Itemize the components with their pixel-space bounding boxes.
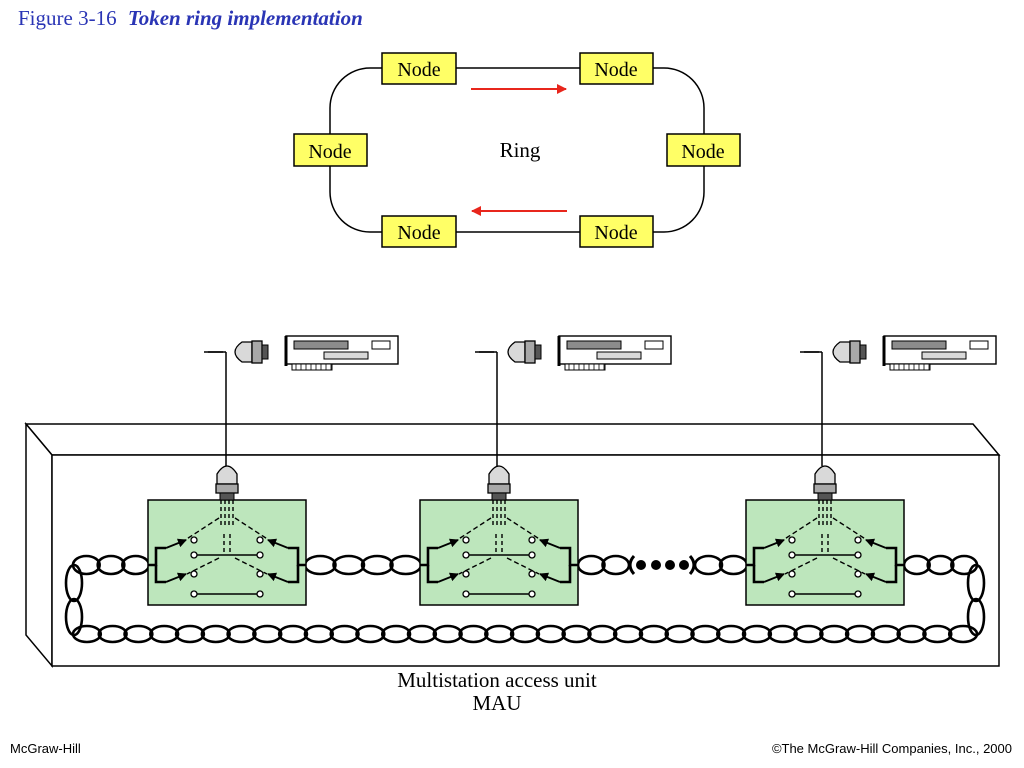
cable-chain [64, 554, 986, 644]
ring-node-label: Node [308, 141, 351, 163]
cable-link [64, 597, 84, 637]
mau-top-face [24, 423, 1001, 456]
cable-link [458, 624, 489, 644]
cable-link [926, 554, 955, 576]
cable-link [741, 624, 773, 644]
logical-ring: Node Node Node Node Node Node Ring [293, 52, 741, 248]
cable-link [509, 624, 541, 644]
ring-node-label: Node [681, 141, 724, 163]
ring-node-top-right: Node [579, 52, 654, 85]
cable-link [767, 624, 798, 644]
cable-link [793, 624, 824, 644]
figure-title: Token ring implementation [127, 6, 363, 30]
footer-copyright: ©The McGraw-Hill Companies, Inc., 2000 [771, 741, 1012, 756]
ring-node-box [579, 215, 654, 248]
more-stations-indicator [628, 555, 696, 575]
cable-link [123, 624, 154, 644]
cable-link [174, 624, 206, 644]
cable-link [819, 624, 850, 644]
station-1 [204, 335, 399, 501]
figure-number: Figure 3-16 [18, 6, 117, 30]
ring-node-top-left: Node [381, 52, 457, 85]
cable-link [355, 624, 386, 644]
figure-caption: Figure 3-16 Token ring implementation [18, 6, 363, 31]
cable-link [950, 554, 979, 576]
network-card-icon [284, 335, 399, 371]
cable-link [638, 624, 670, 644]
cable-link [432, 624, 463, 644]
cable-link [612, 624, 644, 644]
mau-plug-icon [813, 465, 837, 501]
ellipsis-dot [665, 560, 675, 570]
cable-link [71, 554, 101, 576]
cable-link [149, 624, 180, 644]
ring-node-box [579, 52, 654, 85]
cable-link [96, 554, 126, 576]
cable-link [561, 624, 592, 644]
ellipsis-dot [636, 560, 646, 570]
ring-node-bottom-right: Node [579, 215, 654, 248]
cable-link [484, 624, 515, 644]
relay-unit [147, 499, 307, 606]
cable-link [664, 624, 695, 644]
station-2 [475, 335, 672, 501]
relay-unit [745, 499, 905, 606]
mau-label-line2: MAU [472, 691, 521, 715]
stations [204, 335, 997, 501]
cable-link [360, 554, 394, 576]
ring-node-label: Node [397, 222, 440, 244]
mau-side-face [25, 421, 53, 669]
cable-link [303, 624, 335, 644]
mau-plug-icon [215, 465, 239, 501]
ring-node-label: Node [594, 59, 637, 81]
ellipsis-dot [679, 560, 689, 570]
cable-link [332, 554, 366, 576]
cable-link [97, 624, 128, 644]
cable-link [690, 624, 721, 644]
cable-link [844, 624, 876, 644]
ring-node-label: Node [397, 59, 440, 81]
relay-units [147, 499, 905, 606]
cable-link [896, 624, 927, 644]
cable-link [277, 624, 309, 644]
cable-link [535, 624, 566, 644]
cable-link [252, 624, 283, 644]
cable-link [966, 597, 986, 637]
footer-publisher: McGraw-Hill [10, 741, 81, 756]
ring-node-bottom-left: Node [381, 215, 457, 248]
ring-node-box [381, 52, 457, 85]
station-3 [800, 335, 997, 501]
ring-node-right: Node [666, 133, 741, 167]
cable-link [715, 624, 747, 644]
ring-node-box [293, 133, 368, 167]
cable-link [922, 624, 953, 644]
cable-link [226, 624, 257, 644]
mau-plug-icon [487, 465, 511, 501]
relay-unit [419, 499, 579, 606]
ring-node-left: Node [293, 133, 368, 167]
ring-node-box [381, 215, 457, 248]
cable-link [406, 624, 438, 644]
cable-link [870, 624, 901, 644]
ring-label: Ring [500, 138, 541, 162]
network-card-icon [882, 335, 997, 371]
ring-node-box [666, 133, 741, 167]
cable-link [587, 624, 618, 644]
cable-link [200, 624, 231, 644]
ellipsis-dot [651, 560, 661, 570]
network-card-icon [557, 335, 672, 371]
ring-node-label: Node [594, 222, 637, 244]
cable-link [329, 624, 360, 644]
cable-link [380, 624, 412, 644]
mau-label-line1: Multistation access unit [397, 668, 597, 692]
